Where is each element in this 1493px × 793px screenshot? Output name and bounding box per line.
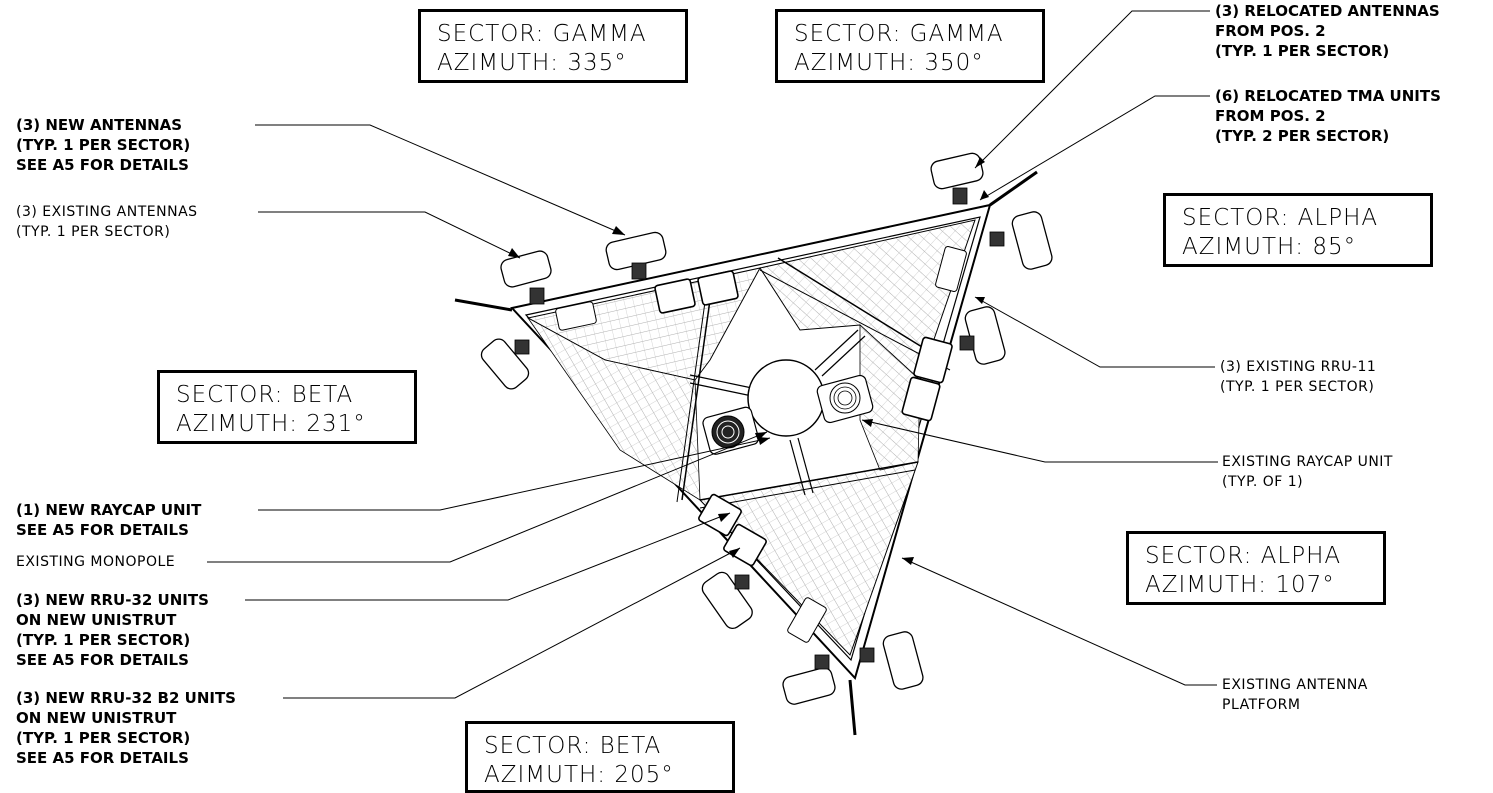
sector-name: SECTOR: GAMMA — [794, 21, 1004, 47]
callout-line: (3) NEW RRU-32 UNITS — [16, 591, 209, 609]
callout-line: (TYP. 1 PER SECTOR) — [16, 631, 191, 649]
callout-new-antennas: (3) NEW ANTENNAS (TYP. 1 PER SECTOR) SEE… — [16, 115, 190, 175]
raycap-unit-new — [702, 406, 760, 455]
sector-name: SECTOR: ALPHA — [1145, 543, 1342, 569]
callout-line: (TYP. 1 PER SECTOR) — [16, 136, 191, 154]
callout-line: FROM POS. 2 — [1215, 22, 1326, 40]
callout-line: (6) RELOCATED TMA UNITS — [1215, 87, 1441, 105]
callout-line: (3) EXISTING RRU-11 — [1220, 359, 1377, 375]
callout-line: FROM POS. 2 — [1215, 107, 1326, 125]
callout-line: (3) RELOCATED ANTENNAS — [1215, 2, 1440, 20]
sector-box: SECTOR: ALPHA AZIMUTH: 107° — [1126, 531, 1386, 605]
callout-new-rru32-b2: (3) NEW RRU-32 B2 UNITS ON NEW UNISTRUT … — [16, 688, 236, 768]
callout-line: (TYP. 1 PER SECTOR) — [16, 224, 171, 240]
callout-line: PLATFORM — [1222, 697, 1301, 713]
sector-azimuth: AZIMUTH: 205° — [484, 762, 674, 788]
rru11-units — [555, 246, 967, 643]
sector-name: SECTOR: BETA — [484, 733, 662, 759]
sector-box: SECTOR: GAMMA AZIMUTH: 350° — [775, 9, 1045, 83]
callout-existing-antennas: (3) EXISTING ANTENNAS (TYP. 1 PER SECTOR… — [16, 202, 198, 242]
callout-new-raycap: (1) NEW RAYCAP UNIT SEE A5 FOR DETAILS — [16, 500, 201, 540]
callout-line: (TYP. 2 PER SECTOR) — [1215, 127, 1390, 145]
callout-line: SEE A5 FOR DETAILS — [16, 521, 189, 539]
callout-line: (TYP. 1 PER SECTOR) — [1215, 42, 1390, 60]
sector-name: SECTOR: BETA — [176, 382, 354, 408]
callout-relocated-tma: (6) RELOCATED TMA UNITS FROM POS. 2 (TYP… — [1215, 86, 1441, 146]
callout-line: ON NEW UNISTRUT — [16, 709, 177, 727]
callout-existing-rru11: (3) EXISTING RRU-11 (TYP. 1 PER SECTOR) — [1220, 357, 1376, 397]
sector-box: SECTOR: BETA AZIMUTH: 231° — [157, 370, 417, 444]
sector-box: SECTOR: BETA AZIMUTH: 205° — [465, 721, 735, 793]
sector-azimuth: AZIMUTH: 107° — [1145, 572, 1335, 598]
callout-relocated-antennas: (3) RELOCATED ANTENNAS FROM POS. 2 (TYP.… — [1215, 1, 1440, 61]
callout-existing-monopole: EXISTING MONOPOLE — [16, 552, 175, 572]
callout-line: (TYP. OF 1) — [1222, 474, 1304, 490]
sector-azimuth: AZIMUTH: 85° — [1182, 234, 1357, 260]
antenna-units — [480, 152, 1053, 705]
callout-line: SEE A5 FOR DETAILS — [16, 156, 189, 174]
callout-existing-raycap: EXISTING RAYCAP UNIT (TYP. OF 1) — [1222, 452, 1393, 492]
callout-existing-platform: EXISTING ANTENNA PLATFORM — [1222, 675, 1368, 715]
callout-line: SEE A5 FOR DETAILS — [16, 749, 189, 767]
rru-units — [654, 270, 953, 567]
sector-name: SECTOR: GAMMA — [437, 21, 647, 47]
callout-line: EXISTING ANTENNA — [1222, 677, 1368, 693]
callout-new-rru32: (3) NEW RRU-32 UNITS ON NEW UNISTRUT (TY… — [16, 590, 209, 670]
callout-line: EXISTING MONOPOLE — [16, 554, 176, 570]
sector-azimuth: AZIMUTH: 335° — [437, 50, 627, 76]
monopole — [747, 359, 825, 437]
callout-line: (3) NEW RRU-32 B2 UNITS — [16, 689, 236, 707]
antenna-mounts — [514, 187, 1005, 670]
sector-name: SECTOR: ALPHA — [1182, 205, 1379, 231]
raycap-unit-existing — [816, 374, 874, 424]
arrowheads — [508, 157, 989, 565]
callout-line: (3) NEW ANTENNAS — [16, 116, 183, 134]
callout-line: EXISTING RAYCAP UNIT — [1222, 454, 1393, 470]
callout-line: (1) NEW RAYCAP UNIT — [16, 501, 202, 519]
sector-box: SECTOR: ALPHA AZIMUTH: 85° — [1163, 193, 1433, 267]
sector-azimuth: AZIMUTH: 350° — [794, 50, 984, 76]
callout-line: ON NEW UNISTRUT — [16, 611, 177, 629]
callout-line: (3) EXISTING ANTENNAS — [16, 204, 198, 220]
sector-box: SECTOR: GAMMA AZIMUTH: 335° — [418, 9, 688, 83]
sector-azimuth: AZIMUTH: 231° — [176, 411, 366, 437]
callout-line: SEE A5 FOR DETAILS — [16, 651, 189, 669]
callout-line: (TYP. 1 PER SECTOR) — [1220, 379, 1375, 395]
callout-line: (TYP. 1 PER SECTOR) — [16, 729, 191, 747]
leader-lines — [207, 10, 1218, 699]
